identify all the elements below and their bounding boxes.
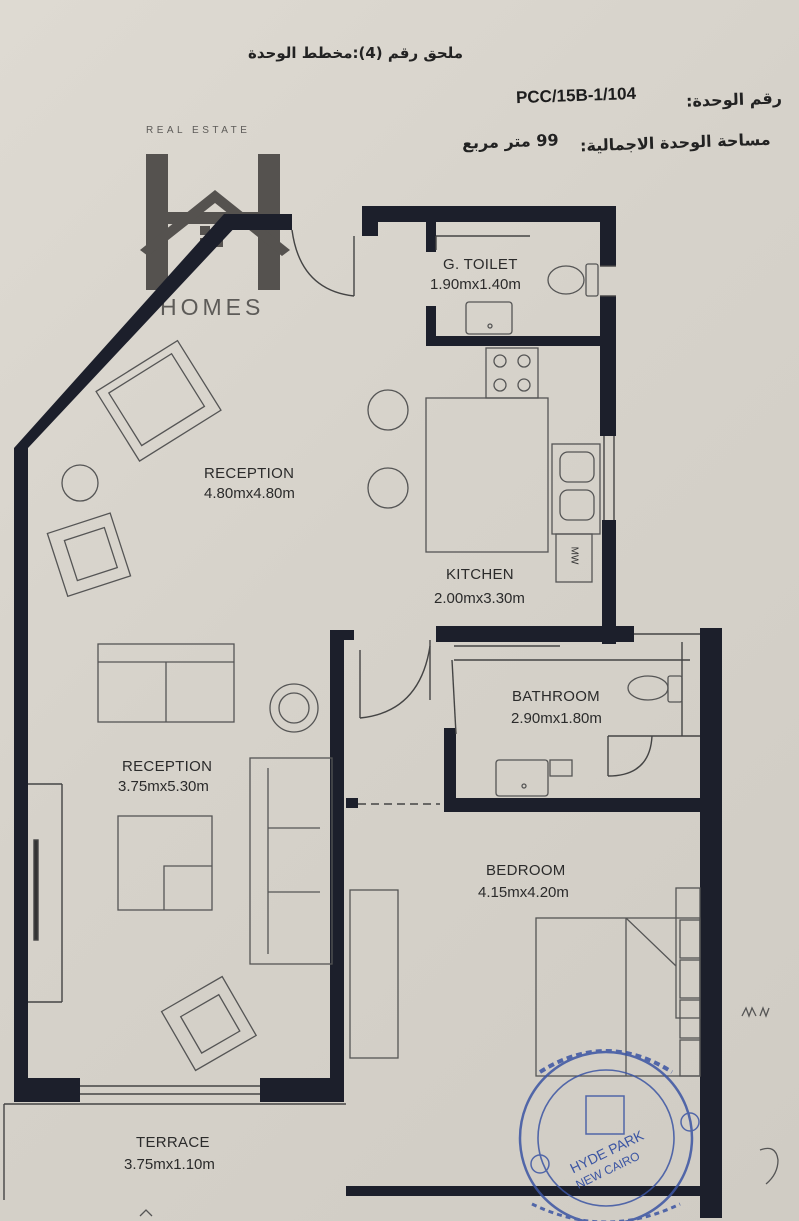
- room-dims-bedroom: 4.15mx4.20m: [478, 884, 569, 901]
- partition-lines: [3, 229, 700, 1200]
- handwritten-marks: [139, 1006, 779, 1217]
- room-name-bedroom: BEDROOM: [486, 862, 566, 879]
- room-name-terrace: TERRACE: [136, 1134, 210, 1151]
- room-name-bathroom: BATHROOM: [512, 688, 600, 705]
- room-dims-kitchen: 2.00mx3.30m: [434, 590, 525, 607]
- approval-stamp: [518, 1049, 700, 1221]
- microwave-label: MW: [568, 546, 580, 565]
- logo-bottom-text: HOMES: [160, 294, 265, 320]
- appendix-title: ملحق رقم (4):مخطط الوحدة: [248, 44, 464, 62]
- room-name-kitchen: KITCHEN: [446, 566, 514, 583]
- room-name-reception-lower: RECEPTION: [122, 758, 213, 775]
- room-dims-terrace: 3.75mx1.10m: [124, 1156, 215, 1173]
- room-dims-reception-upper: 4.80mx4.80m: [204, 485, 295, 502]
- room-name-reception-upper: RECEPTION: [204, 465, 295, 482]
- room-dims-g-toilet: 1.90mx1.40m: [430, 276, 521, 293]
- logo-top-text: REAL ESTATE: [146, 125, 251, 136]
- room-dims-bathroom: 2.90mx1.80m: [511, 710, 602, 727]
- walls: [14, 206, 722, 1218]
- furniture: [46, 263, 701, 1077]
- room-name-g-toilet: G. TOILET: [443, 256, 518, 273]
- room-dims-reception-lower: 3.75mx5.30m: [118, 778, 209, 795]
